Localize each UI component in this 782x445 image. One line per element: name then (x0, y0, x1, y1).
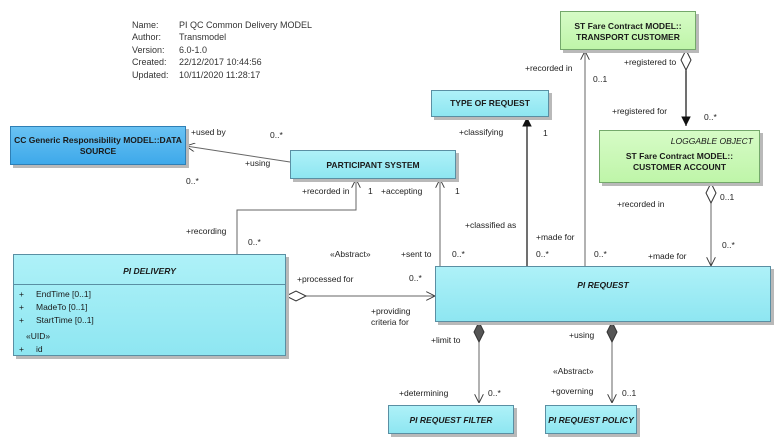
label-mult-pol-01: 0..1 (622, 388, 637, 398)
label-providing-line2: criteria for (371, 317, 409, 327)
meta-author-value: Transmodel (179, 32, 227, 43)
assoc-participant-data-source (186, 146, 291, 163)
label-made-for-1: +made for (536, 232, 575, 242)
diagram-metadata: Name: PI QC Common Delivery MODEL Author:… (132, 19, 312, 81)
label-mult-ca-0n: 0..* (704, 112, 717, 122)
label-mult-ca-01: 0..1 (720, 192, 735, 202)
customer-account-line1: ST Fare Contract MODEL:: (625, 151, 734, 161)
pi-delivery-attr4-visibility: + (19, 344, 24, 354)
label-abstract-pd: «Abstract» (330, 249, 371, 259)
label-abstract-pol: «Abstract» (553, 366, 594, 376)
class-pi-request-filter[interactable]: PI REQUEST FILTER (388, 405, 514, 434)
label-mult-req-0n-c: 0..* (594, 249, 607, 259)
label-mult-req-0n-b: 0..* (536, 249, 549, 259)
label-governing: +governing (551, 386, 594, 396)
label-limit-to: +limit to (431, 335, 461, 345)
label-mult-req-0n-a: 0..* (452, 249, 465, 259)
label-mult-filter-0n: 0..* (488, 388, 501, 398)
label-using-pol: +using (569, 330, 595, 340)
label-mult-req-0n-e: 0..* (409, 273, 422, 283)
data-source-line1: CC Generic Responsibility MODEL::DATA (14, 135, 182, 145)
label-recording: +recording (186, 226, 227, 236)
label-registered-for: +registered for (612, 106, 668, 116)
class-pi-delivery[interactable]: PI DELIVERY + EndTime [0..1] + MadeTo [0… (13, 254, 286, 356)
label-providing-line1: +providing (371, 306, 411, 316)
label-mult-ds-0n: 0..* (270, 130, 283, 140)
pi-delivery-attr2-visibility: + (19, 302, 24, 312)
customer-account-stereotype: LOGGABLE OBJECT (670, 136, 753, 146)
label-used-by: +used by (191, 127, 226, 137)
meta-name-key: Name: (132, 20, 159, 30)
class-pi-request[interactable]: PI REQUEST (435, 266, 771, 322)
meta-version-value: 6.0-1.0 (179, 44, 208, 55)
pi-delivery-attr-id: id (36, 344, 43, 354)
meta-version-key: Version: (132, 44, 165, 55)
meta-created-value: 22/12/2017 10:44:56 (179, 57, 262, 68)
label-determining: +determining (399, 388, 449, 398)
label-sent-to: +sent to (401, 249, 432, 259)
pi-delivery-attr-madeto: MadeTo [0..1] (36, 302, 88, 312)
label-processed-for: +processed for (297, 274, 354, 284)
label-mult-ps-1b: 1 (455, 186, 460, 196)
label-recorded-in-tc: +recorded in (525, 63, 573, 73)
pi-request-policy-title: PI REQUEST POLICY (548, 415, 634, 425)
class-transport-customer[interactable]: ST Fare Contract MODEL:: TRANSPORT CUSTO… (560, 11, 696, 50)
pi-delivery-attr1-visibility: + (19, 289, 24, 299)
class-participant-system[interactable]: PARTICIPANT SYSTEM (290, 150, 456, 179)
label-recorded-in-ca: +recorded in (617, 199, 665, 209)
transport-customer-line1: ST Fare Contract MODEL:: (574, 21, 682, 31)
pi-request-filter-title: PI REQUEST FILTER (409, 415, 493, 425)
pi-delivery-attr3-visibility: + (19, 315, 24, 325)
type-of-request-title: TYPE OF REQUEST (450, 98, 530, 108)
label-mult-tc-01: 0..1 (593, 74, 608, 84)
pi-request-title: PI REQUEST (577, 280, 629, 290)
assoc-delivery-participant (236, 179, 356, 254)
label-using-ds: +using (245, 158, 271, 168)
data-source-line2: SOURCE (79, 146, 117, 156)
class-type-of-request[interactable]: TYPE OF REQUEST (431, 90, 549, 117)
label-classifying: +classifying (459, 127, 504, 137)
meta-name-value: PI QC Common Delivery MODEL (179, 20, 313, 30)
label-mult-ps-0n: 0..* (186, 176, 199, 186)
customer-account-line2: CUSTOMER ACCOUNT (632, 162, 727, 172)
class-data-source[interactable]: CC Generic Responsibility MODEL::DATA SO… (10, 126, 186, 165)
pi-delivery-title: PI DELIVERY (14, 255, 285, 285)
meta-updated-value: 10/11/2020 11:28:17 (179, 69, 261, 80)
label-recorded-in-ps: +recorded in (302, 186, 350, 196)
class-customer-account[interactable]: LOGGABLE OBJECT ST Fare Contract MODEL::… (599, 130, 760, 183)
composition-diamond-filter (473, 320, 485, 344)
label-accepting: +accepting (381, 186, 423, 196)
meta-created-key: Created: (132, 57, 167, 68)
label-mult-tor-1: 1 (543, 128, 548, 138)
composition-diamond-policy (606, 320, 618, 344)
aggregation-diamond-tc (680, 48, 692, 72)
label-mult-ps-1: 1 (368, 186, 373, 196)
meta-author-key: Author: (132, 32, 162, 43)
transport-customer-line2: TRANSPORT CUSTOMER (576, 32, 680, 42)
label-mult-pd-0n: 0..* (248, 237, 261, 247)
participant-system-title: PARTICIPANT SYSTEM (326, 160, 420, 170)
label-registered-to: +registered to (624, 57, 677, 67)
aggregation-diamond-pd (284, 290, 308, 302)
pi-delivery-attr-starttime: StartTime [0..1] (36, 315, 94, 325)
pi-delivery-attr-endtime: EndTime [0..1] (36, 289, 91, 299)
aggregation-diamond-ca (705, 181, 717, 205)
pi-delivery-uid-stereotype: «UID» (26, 331, 51, 341)
label-classified-as: +classified as (465, 220, 517, 230)
meta-updated-key: Updated: (132, 69, 169, 80)
label-made-for-2: +made for (648, 251, 687, 261)
label-mult-req-0n-d: 0..* (722, 240, 735, 250)
class-pi-request-policy[interactable]: PI REQUEST POLICY (545, 405, 637, 434)
